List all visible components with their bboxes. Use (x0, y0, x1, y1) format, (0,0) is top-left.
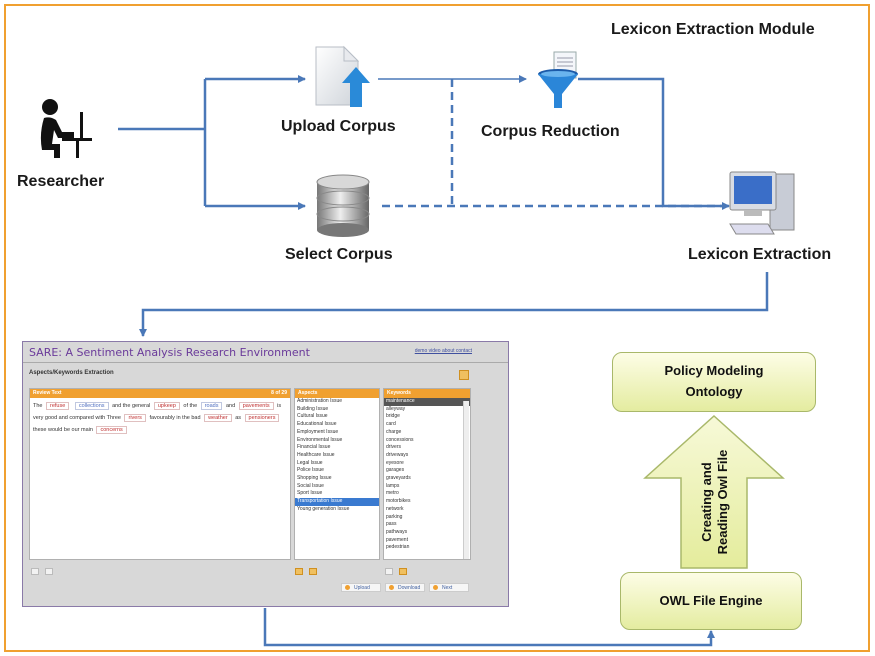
keyword-item[interactable]: lamps (386, 482, 400, 489)
aspect-item[interactable]: Social Issue (297, 482, 324, 489)
aspect-item[interactable]: Shopping Issue (297, 475, 332, 482)
keyword-item[interactable]: pass (386, 521, 397, 528)
module-title: Lexicon Extraction Module (611, 21, 815, 38)
aspect-item[interactable]: Employment Issue (297, 428, 339, 435)
keyword-item[interactable]: eyesore (386, 459, 404, 466)
remove-keyword-button[interactable] (399, 568, 407, 575)
keyword-tag[interactable]: concerns (96, 426, 127, 434)
keyword-tag[interactable]: upkeep (153, 402, 180, 410)
keyword-item[interactable]: concessions (386, 436, 414, 443)
keyword-item[interactable]: charge (386, 428, 402, 435)
aspects-header: Aspects (295, 389, 379, 398)
keyword-item[interactable]: network (386, 505, 404, 512)
review-counter: 8 of 29 (271, 390, 287, 396)
keyword-tag[interactable]: collections (74, 402, 109, 410)
sare-title: SARE: A Sentiment Analysis Research Envi… (29, 346, 310, 359)
upload-document-icon (315, 45, 370, 107)
keyword-item[interactable]: driveways (386, 451, 409, 458)
keyword-tag[interactable]: rivers (124, 414, 146, 422)
keyword-tag[interactable]: pensioners (244, 414, 280, 422)
owl-file-engine-label: OWL File Engine (659, 593, 763, 608)
keyword-item[interactable]: metro (386, 490, 399, 497)
review-text: The refuse collections and the general u… (33, 402, 282, 434)
upload-corpus-label: Upload Corpus (281, 118, 396, 135)
aspect-item[interactable]: Cultural Issue (297, 413, 328, 420)
keyword-item[interactable]: pathways (386, 528, 408, 535)
aspect-item[interactable]: Healthcare Issue (297, 451, 335, 458)
arrow-reduction-to-lexicon (578, 77, 730, 210)
aspect-item[interactable]: Police Issue (297, 467, 324, 474)
policy-modeling-line2: Ontology (685, 384, 743, 399)
creating-reading-owl-label: Creating and Reading Owl File (699, 449, 730, 555)
keywords-scrollbar[interactable] (463, 401, 469, 559)
keyword-tag[interactable]: pavements (238, 402, 274, 410)
sare-nav-links[interactable]: demo video about contact (414, 348, 472, 354)
aspect-item[interactable]: Financial Issue (297, 444, 331, 451)
lexicon-extraction-label: Lexicon Extraction (688, 246, 832, 263)
keyword-item[interactable]: card (386, 421, 396, 428)
keyword-item[interactable]: pedestrian (386, 544, 410, 551)
corpus-reduction-label: Corpus Reduction (481, 123, 620, 140)
aspect-item[interactable]: Sport Issue (297, 490, 323, 497)
upload-button[interactable]: Upload (341, 583, 381, 592)
researcher-icon (40, 99, 92, 158)
keyword-item[interactable]: alleyway (386, 405, 406, 412)
keyword-item[interactable]: parking (386, 513, 403, 520)
review-text-panel: Review Text 8 of 29 The refuse collection… (29, 388, 291, 560)
sare-screenshot: SARE: A Sentiment Analysis Research Envi… (22, 341, 509, 607)
aspect-item[interactable]: Educational Issue (297, 421, 337, 428)
keyword-item[interactable]: pavement (386, 536, 408, 543)
arrow-lexicon-to-sare (139, 272, 769, 337)
keyword-tag[interactable]: weather (204, 414, 232, 422)
database-icon (316, 174, 370, 237)
download-button[interactable]: Download (385, 583, 425, 592)
computer-icon (729, 171, 795, 235)
aspect-item[interactable]: Legal Issue (297, 459, 323, 466)
prev-button[interactable] (31, 568, 39, 575)
add-aspect-button[interactable] (295, 568, 303, 575)
up-arrow (643, 414, 785, 569)
aspect-item[interactable]: Administration Issue (297, 398, 343, 404)
select-corpus-label: Select Corpus (285, 246, 393, 263)
owl-file-engine-box: OWL File Engine (620, 572, 802, 630)
settings-button[interactable] (459, 370, 469, 380)
remove-aspect-button[interactable] (309, 568, 317, 575)
policy-modeling-line1: Policy Modeling (664, 363, 764, 378)
add-keyword-button[interactable] (385, 568, 393, 575)
keyword-tag[interactable]: refuse (46, 402, 70, 410)
keyword-item[interactable]: garages (386, 467, 405, 474)
review-panel-header: Review Text (33, 390, 62, 396)
aspect-item[interactable]: Building Issue (297, 405, 329, 412)
researcher-label: Researcher (17, 173, 105, 190)
next-page-button[interactable] (45, 568, 53, 575)
keyword-item[interactable]: drivers (386, 444, 402, 451)
policy-modeling-box: Policy Modeling Ontology (612, 352, 816, 412)
keyword-tag[interactable]: roads (200, 402, 223, 410)
aspect-item[interactable]: Transportation Issue (295, 498, 379, 506)
arrow-sare-to-owl (263, 608, 715, 647)
funnel-icon (538, 51, 578, 108)
keywords-header: Keywords (384, 389, 470, 398)
keyword-item[interactable]: graveyards (386, 475, 411, 482)
next-button[interactable]: Next (429, 583, 469, 592)
sare-subtitle: Aspects/Keywords Extraction (29, 370, 114, 376)
keyword-item[interactable]: bridge (386, 413, 400, 420)
keyword-item[interactable]: motorbikes (386, 498, 411, 505)
keyword-item[interactable]: maintenance (384, 398, 470, 406)
aspect-item[interactable]: Environmental Issue (297, 436, 343, 443)
aspect-item[interactable]: Young generation Issue (297, 505, 350, 512)
